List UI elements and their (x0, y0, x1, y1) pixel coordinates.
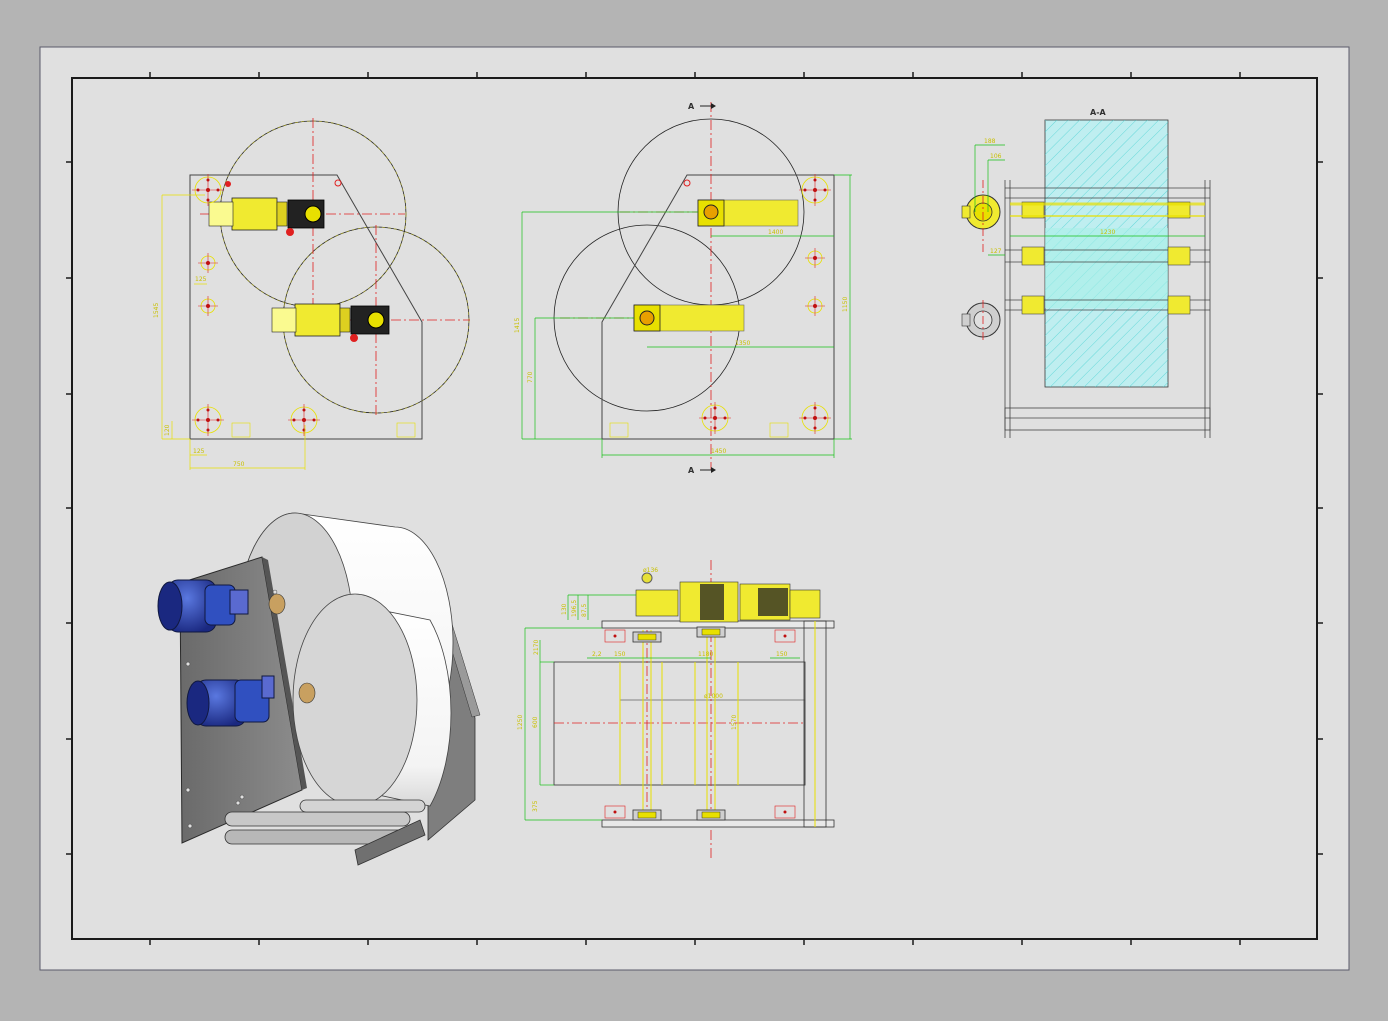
section-view-a-a[interactable]: A-A (961, 108, 1211, 438)
dim-front-left: 125 (193, 448, 205, 455)
section-cut-marker (700, 103, 716, 473)
bearing-flanges (604, 626, 796, 821)
dim-top-87: 87,5 (581, 603, 588, 617)
motor-icon (157, 579, 249, 633)
top-view[interactable]: ø136 130 196,5 87,5 2170 2,2 150 1180 15… (517, 560, 835, 860)
dim-rear-height: 1415 (514, 318, 521, 333)
dim-top-1570: 1570 (731, 715, 738, 730)
dim-section-1230: 1230 (1100, 229, 1115, 236)
dim-top-shaft-dia: ø136 (643, 567, 658, 574)
top-view-dimensions (524, 594, 800, 821)
dim-rear-upper-dist: 1400 (768, 229, 783, 236)
dim-top-150-left: 150 (614, 651, 626, 658)
front-view[interactable]: 1545 125 125 750 120 (153, 118, 470, 470)
dim-rear-width: 1450 (711, 448, 726, 455)
paper-roll-icon (292, 593, 452, 807)
mounting-holes (192, 174, 416, 438)
rear-view[interactable]: 1415 770 1450 1150 1400 1350 A A (514, 102, 852, 475)
dim-front-width: 750 (233, 461, 245, 468)
dim-top-2-2: 2,2 (592, 651, 602, 658)
section-cut-label-top: A (688, 102, 695, 111)
dim-rear-lower: 770 (527, 371, 534, 383)
section-cut-label-bottom: A (688, 466, 695, 475)
isometric-view[interactable] (157, 512, 481, 866)
motor-icon (271, 303, 351, 337)
dim-top-1180: 1180 (698, 651, 713, 658)
dim-section-127: 127 (990, 248, 1002, 255)
dim-top-1250: 1250 (517, 715, 524, 730)
gearbox-icon (350, 305, 390, 342)
gearbox-icon (286, 199, 325, 236)
dim-section-106: 106 (990, 153, 1002, 160)
mounting-holes (609, 174, 831, 438)
frame-ticks (66, 72, 1323, 945)
dim-front-bottom: 120 (164, 424, 171, 436)
rear-view-dimensions (521, 174, 852, 458)
dim-top-150-right: 150 (776, 651, 788, 658)
section-view-label: A-A (1090, 108, 1107, 117)
dim-front-hole: 125 (195, 276, 207, 283)
dim-section-188: 188 (984, 138, 996, 145)
dim-rear-right: 1150 (842, 297, 849, 312)
dim-top-130: 130 (561, 603, 568, 615)
dim-rear-lower-dist: 1350 (735, 340, 750, 347)
dim-top-600: 600 (532, 716, 539, 728)
dim-top-375: 375 (532, 800, 539, 812)
dim-top-196: 196,5 (571, 600, 578, 617)
dim-top-roll-dia: ø1000 (704, 693, 723, 700)
front-view-dimensions (161, 194, 306, 470)
motor-icon (208, 197, 288, 231)
dim-front-height: 1545 (153, 303, 160, 318)
dim-top-2170: 2170 (533, 640, 540, 655)
motor-icon (186, 675, 275, 727)
